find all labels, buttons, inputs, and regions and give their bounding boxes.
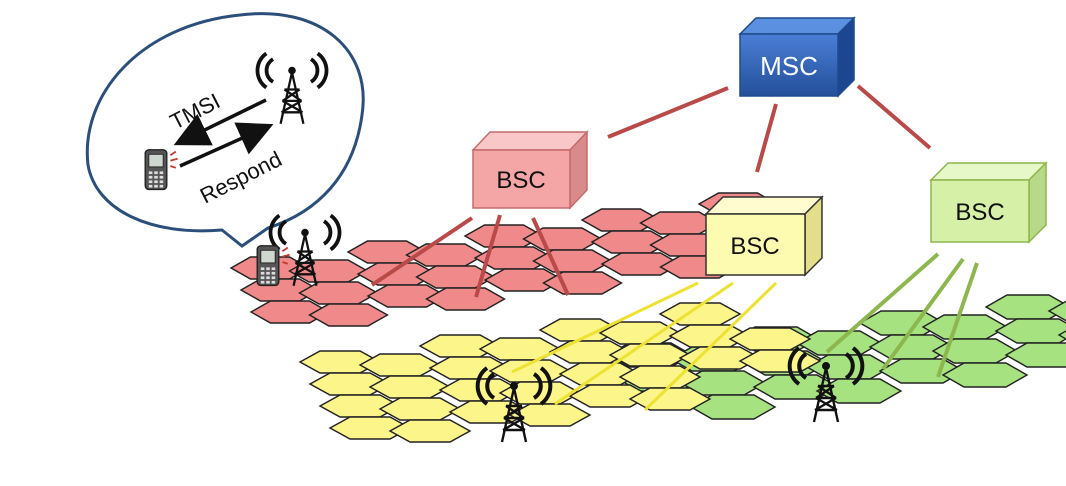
green-cell (984, 294, 1066, 320)
towers (255, 51, 865, 443)
cell-tower-icon (787, 346, 865, 423)
green-cell (1047, 300, 1066, 322)
bsc-green-cell-link (825, 252, 940, 354)
bsc-yellow-cell-link (643, 281, 778, 412)
bsc-red-label: BSC (496, 167, 545, 194)
bsc-green-node: BSC (929, 161, 1048, 244)
yellow-cell (618, 365, 702, 389)
mobile-phone-icon (256, 245, 290, 287)
green-cell (689, 394, 777, 420)
cell-tower-icon (475, 366, 553, 443)
msc-bsc-red-link (607, 86, 729, 139)
bsc-yellow-cell-link (554, 281, 734, 406)
bsc-yellow-label: BSC (730, 233, 779, 260)
yellow-cell (728, 327, 812, 351)
green-cell (815, 378, 903, 404)
cell-tower-icon (255, 51, 329, 124)
green-cell (1057, 330, 1066, 340)
speech-bubble (85, 12, 365, 248)
yellow-cell (388, 419, 472, 443)
bsc-yellow-cell-link (511, 281, 699, 374)
yellow-cell (508, 403, 592, 427)
msc-node: MSC (738, 16, 856, 98)
phones (144, 149, 290, 287)
green-cell (1004, 342, 1066, 368)
msc-bsc-green-link (856, 84, 932, 150)
bsc-red-cell-link (531, 217, 570, 296)
respond-arrow (179, 122, 274, 168)
bsc-red-cell-link (474, 214, 502, 298)
msc-bsc-yellow-link (755, 103, 778, 173)
tmsi-arrow (173, 98, 267, 146)
green-cell (994, 318, 1066, 344)
connection-lines (370, 84, 979, 412)
red-cell (308, 303, 389, 327)
bsc-green-label: BSC (955, 199, 1004, 226)
green-cell (941, 362, 1029, 388)
bsc-green-cell-link (936, 262, 979, 378)
red-cell-cluster (229, 192, 789, 327)
red-cell (425, 287, 506, 311)
bsc-red-cell-link (370, 216, 474, 287)
bsc-green-cell-link (881, 257, 965, 371)
bsc-red-node: BSC (471, 130, 589, 210)
bsc-yellow-node: BSC (704, 195, 824, 277)
mobile-phone-icon (144, 149, 178, 191)
cell-tower-icon (268, 213, 342, 286)
msc-label: MSC (760, 51, 818, 81)
